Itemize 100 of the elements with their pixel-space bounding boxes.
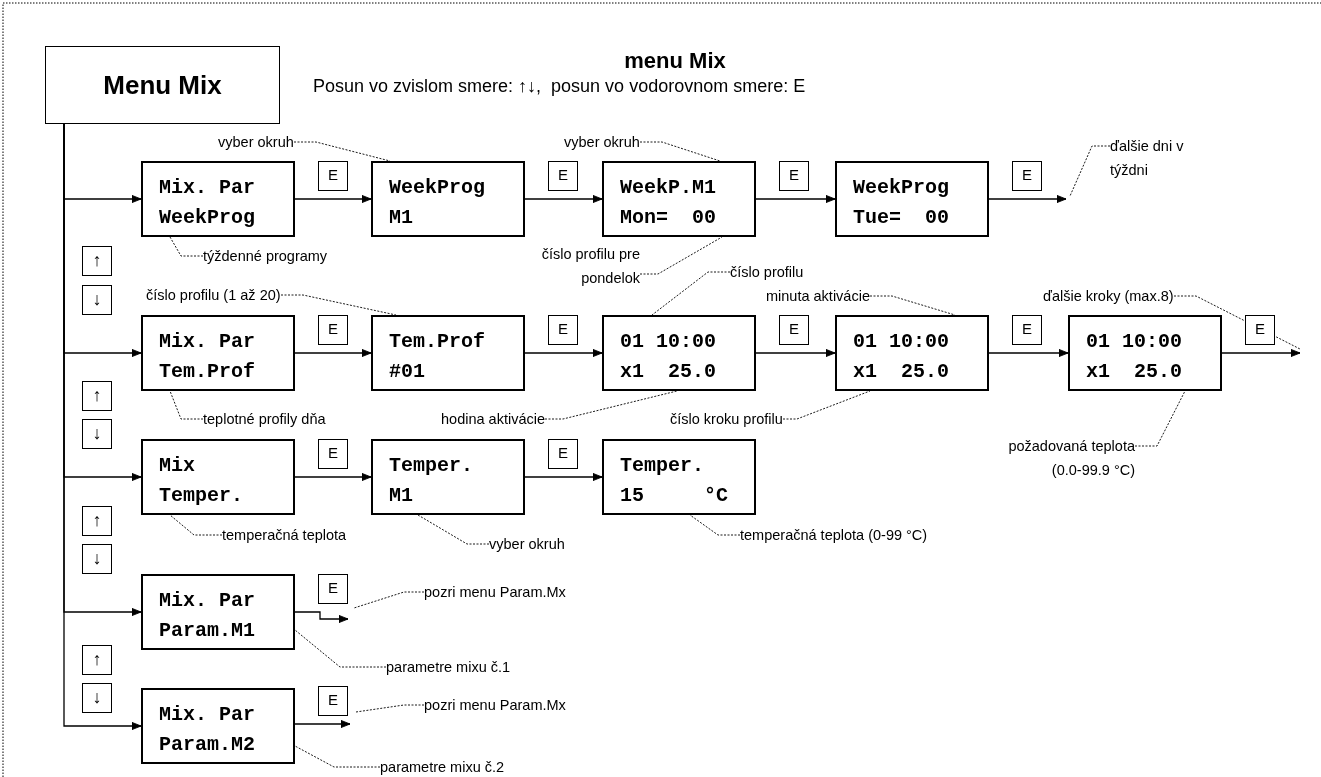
display-line: M1 [389,483,414,509]
annotation-text: hodina aktivácie [441,410,545,428]
display-box [141,161,295,237]
annotation-text: číslo profilu (1 až 20) [146,286,281,304]
leader-line [293,141,391,162]
leader-line [169,390,204,420]
display-line: Mix. Par [159,588,256,614]
key-label: ↓ [82,419,112,449]
display-line: Param.M1 [159,618,256,644]
leader-line [782,390,871,420]
leader-line [355,704,425,713]
display-line: Mix. Par [159,702,256,728]
display-line: Param.M2 [159,732,256,758]
annotation-text: parametre mixu č.2 [380,758,505,776]
diagram-title: menu Mix [623,48,727,74]
key-label: ↑ [82,506,112,536]
leader-line [294,745,381,768]
display-box [371,315,525,391]
display-box [141,439,295,515]
display-line: #01 [389,359,426,385]
display-line: Tem.Prof [159,359,256,385]
display-line: Mix [159,453,196,479]
display-line: Mix. Par [159,329,256,355]
display-line: Mon= 00 [620,205,717,231]
key-label: ↓ [82,683,112,713]
display-line: x1 25.0 [853,359,950,385]
arrow [294,348,372,358]
display-box [602,439,756,515]
arrow [294,719,351,729]
leader-line [1069,145,1111,197]
display-box [602,315,756,391]
annotation-text: vyber okruh [218,133,294,151]
annotation-text: temperačná teplota (0-99 °C) [740,526,928,544]
edge-label: E [318,439,348,469]
display-line: Tue= 00 [853,205,950,231]
leader-line [294,629,387,668]
display-line: Temper. [389,453,474,479]
edge-label: E [318,315,348,345]
display-line: WeekProg [853,175,950,201]
arrow [524,348,603,358]
key-label: ↓ [82,285,112,315]
edge-label: E [548,439,578,469]
arrow [755,194,836,204]
key-label: ↑ [82,645,112,675]
display-box [371,439,525,515]
display-line: Temper. [620,453,705,479]
edge-label: E [779,315,809,345]
arrow [294,611,349,624]
leader-line [1134,390,1186,447]
annotation-text: číslo profilu pre pondelok [515,242,640,290]
key-label: ↓ [82,544,112,574]
leader-line [869,295,956,316]
key-label: ↑ [82,381,112,411]
arrow [294,194,372,204]
menu-heading: Menu Mix [103,69,222,101]
display-box [371,161,525,237]
display-line: Tem.Prof [389,329,486,355]
annotation-text: parametre mixu č.1 [386,658,511,676]
annotation-text: temperačná teplota [222,526,347,544]
display-line: x1 25.0 [1086,359,1183,385]
leader-line [639,236,723,275]
leader-line [689,514,741,536]
display-line: 01 10:00 [853,329,950,355]
leader-line [544,390,678,420]
display-line: WeekProg [159,205,256,231]
annotation-text: minuta aktivácie [766,287,870,305]
leader-line [639,141,721,162]
arrow [988,194,1067,204]
edge-label: E [318,161,348,191]
annotation-text: ďalšie dni v týždni [1110,134,1190,182]
edge-label: E [548,161,578,191]
display-line: Mix. Par [159,175,256,201]
annotation-text: číslo kroku profilu [670,410,783,428]
display-line: Temper. [159,483,244,509]
annotation-text: teplotné profily dňa [203,410,326,428]
edge-label: E [1012,315,1042,345]
leader-line [280,294,397,316]
display-line: WeekP.M1 [620,175,717,201]
arrow [294,472,372,482]
annotation-text: vyber okruh [564,133,640,151]
display-line: x1 25.0 [620,359,717,385]
leader-line [417,514,490,545]
edge-label: E [548,315,578,345]
annotation-text: týždenné programy [203,247,328,265]
subtitle: Posun vo zvislom smere: ↑↓, posun vo vodorovnom smere: E [313,76,806,97]
arrow [755,348,836,358]
leader-line [169,236,204,257]
display-line: 15 °C [620,483,730,509]
annotation-text: pozri menu Param.Mx [424,696,566,714]
annotation-text: požadovaná teplota (0.0-99.9 °C) [985,434,1135,482]
leader-line [169,514,223,536]
arrow [1221,348,1301,358]
edge-label: E [318,686,348,716]
annotation-text: vyber okruh [489,535,565,553]
display-box [835,315,989,391]
leader-line [651,271,731,316]
display-box [1068,315,1222,391]
arrow [988,348,1069,358]
key-label: ↑ [82,246,112,276]
menu-box [45,46,280,124]
